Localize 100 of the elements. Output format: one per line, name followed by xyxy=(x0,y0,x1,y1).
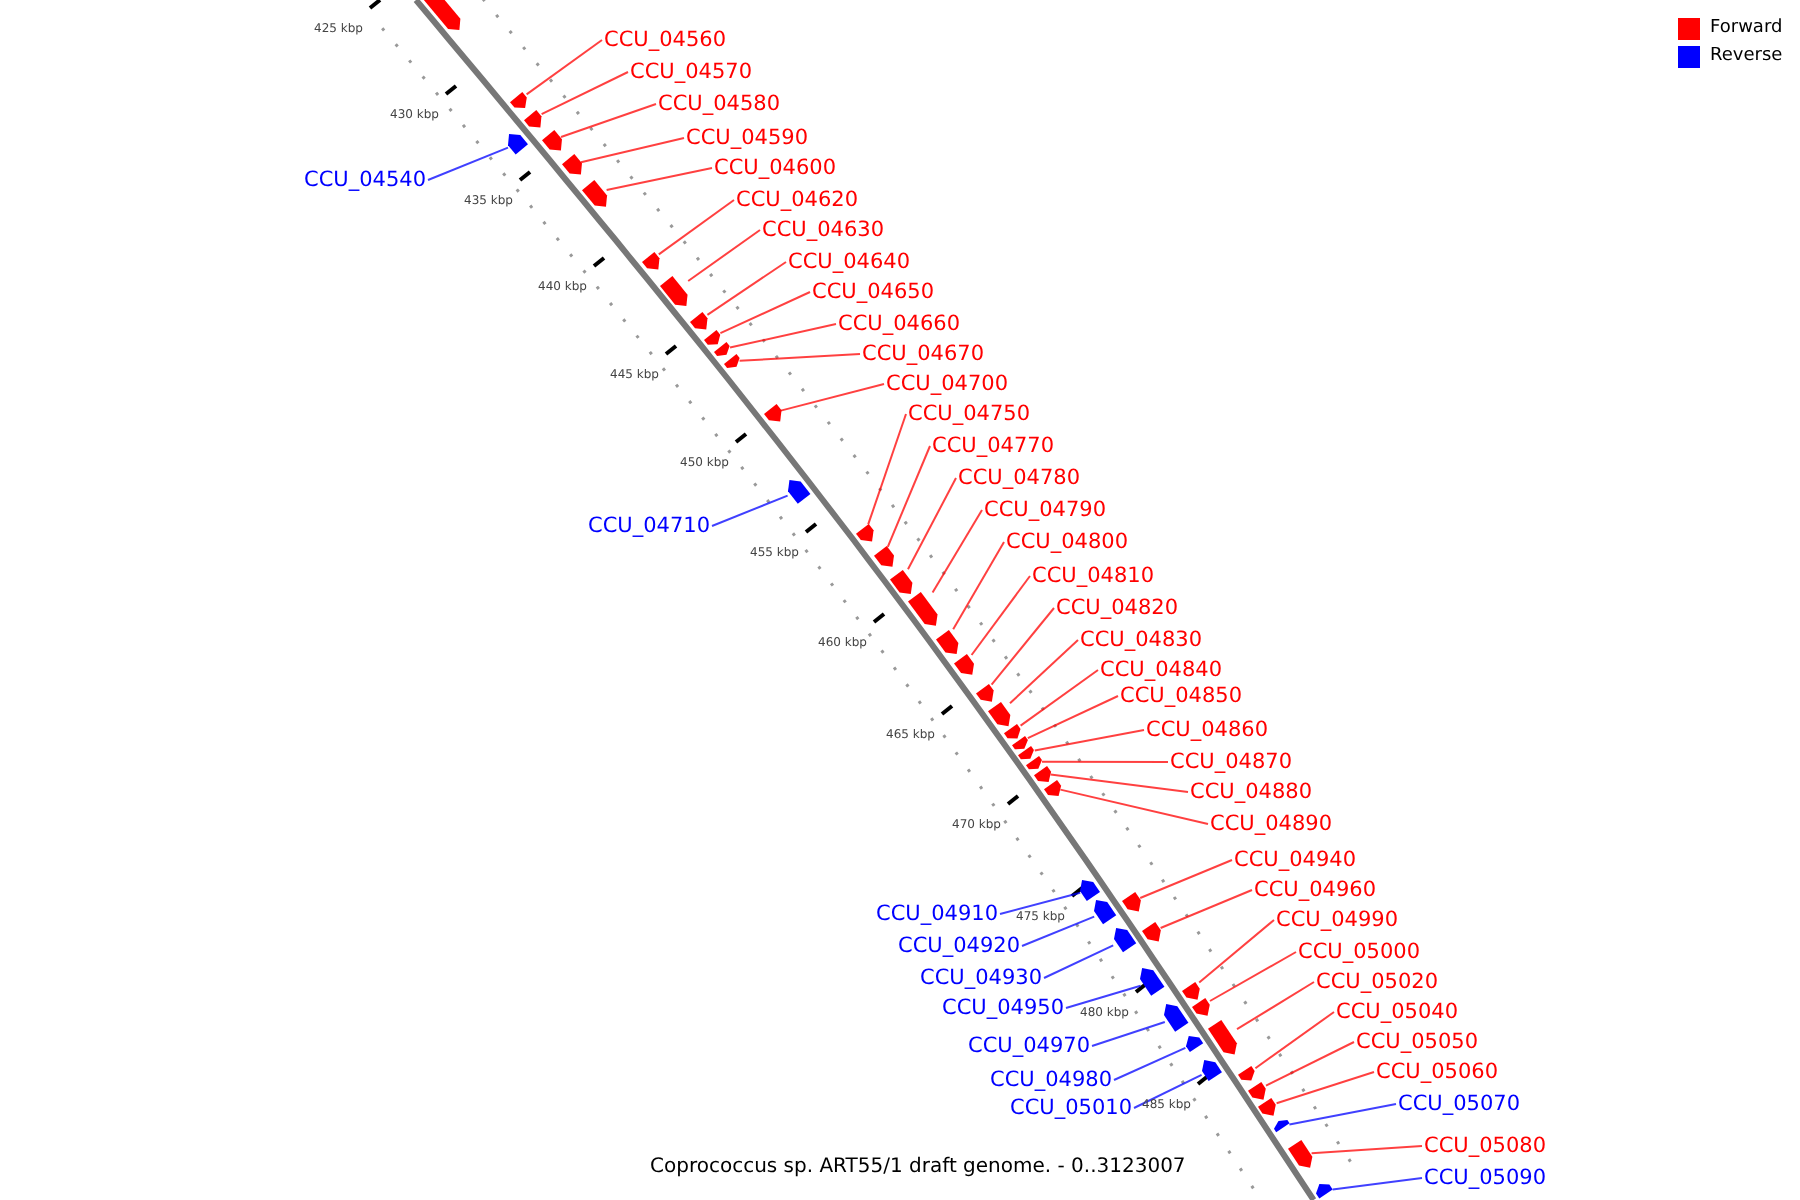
leader-line xyxy=(907,477,957,571)
gene-label: CCU_04870 xyxy=(1170,750,1293,774)
gene-marker xyxy=(1208,1020,1237,1056)
gene-marker xyxy=(509,92,527,109)
gene-marker xyxy=(856,524,875,542)
gene-label: CCU_04880 xyxy=(1190,780,1313,804)
gene-marker xyxy=(541,130,562,151)
leader-line xyxy=(540,71,629,116)
leader-line xyxy=(560,103,657,138)
gene-label: CCU_04950 xyxy=(942,996,1065,1020)
gene-marker xyxy=(907,592,938,627)
gene-label: CCU_04580 xyxy=(658,92,781,116)
gene-label: CCU_05080 xyxy=(1424,1134,1547,1158)
gene-label: CCU_04840 xyxy=(1100,658,1223,682)
gene-marker xyxy=(935,629,958,654)
gene-marker xyxy=(1080,879,1101,901)
leader-line xyxy=(1209,951,1297,1002)
gene-label: CCU_04700 xyxy=(886,372,1009,396)
leader-line xyxy=(1236,981,1315,1031)
leader-line xyxy=(779,383,885,412)
gene-marker xyxy=(1164,1004,1190,1032)
gene-label: CCU_04920 xyxy=(898,934,1021,958)
leader-line xyxy=(1026,695,1119,740)
leader-line xyxy=(1331,1177,1423,1191)
gene-label: CCU_04620 xyxy=(736,188,859,212)
leader-line xyxy=(427,146,509,181)
leader-line xyxy=(1254,1011,1335,1070)
leader-line xyxy=(886,445,931,548)
gene-label: CCU_04660 xyxy=(838,312,961,336)
leader-line xyxy=(605,167,713,191)
leader-line xyxy=(952,541,1005,631)
leader-line xyxy=(719,291,811,335)
legend-label: Reverse xyxy=(1710,46,1783,68)
gene-label: CCU_04980 xyxy=(990,1068,1113,1092)
gene-label: CCU_04600 xyxy=(714,156,837,180)
leader-line xyxy=(1275,1071,1375,1105)
leader-line xyxy=(1265,1041,1355,1087)
gene-label: CCU_04590 xyxy=(686,126,809,150)
gene-marker xyxy=(1192,997,1210,1015)
gene-marker xyxy=(641,251,659,270)
leader-line xyxy=(1310,1145,1423,1155)
gene-label: CCU_04990 xyxy=(1276,908,1399,932)
gene-label: CCU_05070 xyxy=(1398,1092,1521,1116)
gene-marker xyxy=(1315,1183,1333,1198)
gene-marker xyxy=(1185,1035,1203,1052)
gene-label: CCU_04770 xyxy=(932,434,1055,458)
leader-line xyxy=(1091,1021,1166,1047)
gene-marker xyxy=(1018,745,1035,759)
gene-marker xyxy=(1043,779,1061,796)
gene-label: CCU_05010 xyxy=(1010,1096,1133,1120)
leader-line xyxy=(1043,944,1115,979)
leader-line xyxy=(729,323,837,349)
gene-marker xyxy=(1011,735,1028,749)
gene-marker xyxy=(704,329,721,345)
gene-marker xyxy=(873,546,894,568)
leader-line xyxy=(525,39,603,96)
gene-label: CCU_04780 xyxy=(958,466,1081,490)
gene-marker xyxy=(1026,755,1042,769)
leader-line xyxy=(1198,919,1275,984)
leader-line xyxy=(687,229,761,282)
gene-label: CCU_04650 xyxy=(812,280,935,304)
gene-marker xyxy=(1258,1097,1277,1115)
gene-marker xyxy=(1273,1119,1290,1132)
gene-marker xyxy=(714,342,730,357)
leader-line xyxy=(657,199,735,256)
leader-line xyxy=(1288,1103,1397,1126)
leader-line xyxy=(990,607,1055,686)
gene-label: CCU_04970 xyxy=(968,1034,1091,1058)
gene-label: CCU_04790 xyxy=(984,498,1107,522)
leader-line xyxy=(711,494,789,527)
leader-line xyxy=(999,891,1082,915)
leader-line xyxy=(1021,915,1096,947)
gene-marker xyxy=(1033,765,1051,782)
gene-label: CCU_04570 xyxy=(630,60,753,84)
leader-line xyxy=(970,575,1031,656)
gene-marker xyxy=(1287,1140,1312,1168)
leader-line xyxy=(1041,760,1169,763)
gene-label: CCU_04540 xyxy=(304,168,427,192)
leader-line xyxy=(738,353,861,362)
gene-label: CCU_04960 xyxy=(1254,878,1377,902)
gene-marker xyxy=(561,154,581,175)
gene-label: CCU_04640 xyxy=(788,250,911,274)
gene-label: CCU_04930 xyxy=(920,966,1043,990)
gene-marker xyxy=(1248,1081,1266,1099)
gene-marker xyxy=(1094,900,1117,925)
leader-line xyxy=(1019,669,1099,727)
gene-label: CCU_04670 xyxy=(862,342,985,366)
gene-marker xyxy=(581,179,607,206)
gene-marker xyxy=(1238,1066,1256,1082)
gene-label: CCU_05000 xyxy=(1298,940,1421,964)
gene-label: CCU_04560 xyxy=(604,28,727,52)
gene-marker xyxy=(953,654,974,676)
leader-line xyxy=(1059,788,1209,825)
gene-marker xyxy=(723,354,740,369)
gene-label: CCU_05050 xyxy=(1356,1030,1479,1054)
leader-line xyxy=(1009,639,1079,705)
gene-label: CCU_04830 xyxy=(1080,628,1203,652)
leader-line xyxy=(1033,729,1145,752)
gene-label: CCU_04750 xyxy=(908,402,1031,426)
gene-marker xyxy=(1121,892,1141,912)
